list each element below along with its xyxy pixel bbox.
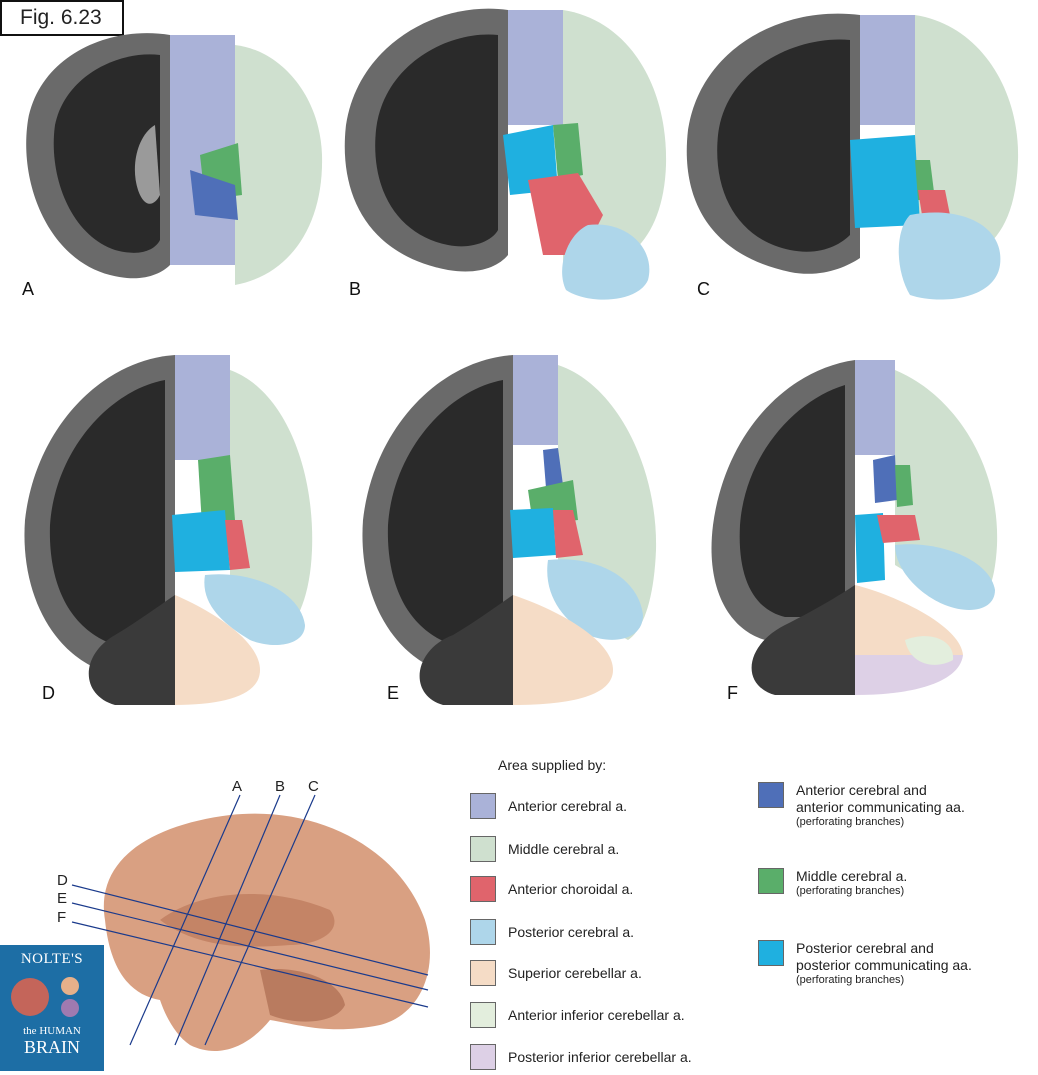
legend-swatch (470, 919, 496, 945)
legend-item-perforating-posterior: Posterior cerebral and posterior communi… (758, 940, 972, 987)
legend-swatch (470, 836, 496, 862)
legend-item-middle-cerebral: Middle cerebral a. (470, 836, 619, 862)
sagittal-brain-diagram: A B C D E F (0, 770, 440, 1075)
legend-title: Area supplied by: (498, 757, 607, 773)
panel-label-e: E (387, 683, 400, 703)
legend-label: Anterior choroidal a. (508, 881, 634, 897)
legend-note: (perforating branches) (796, 974, 905, 986)
legend-swatch (470, 960, 496, 986)
legend-label: Anterior inferior cerebellar a. (508, 1007, 685, 1023)
brain-slice-e (358, 350, 668, 705)
section-label-b: B (275, 778, 286, 795)
legend-swatch (470, 793, 496, 819)
legend-label-line-2: posterior communicating aa. (796, 957, 972, 973)
panel-label-b: B (349, 279, 362, 299)
section-label-d: D (57, 872, 68, 889)
legend-item-perforating-middle: Middle cerebral a. (perforating branches… (758, 868, 907, 898)
legend-swatch (470, 876, 496, 902)
legend-swatch (470, 1002, 496, 1028)
legend-label: Superior cerebellar a. (508, 965, 642, 981)
figure-label: Fig. 6.23 (0, 0, 124, 36)
legend-swatch (758, 940, 784, 966)
legend-item-superior-cerebellar: Superior cerebellar a. (470, 960, 642, 986)
legend-item-perforating-anterior: Anterior cerebral and anterior communica… (758, 782, 965, 829)
legend-item-posterior-cerebral: Posterior cerebral a. (470, 919, 634, 945)
legend-label: Posterior inferior cerebellar a. (508, 1049, 692, 1065)
book-cover-title: NOLTE'S (20, 951, 84, 967)
legend-swatch (758, 782, 784, 808)
book-cover-subtitle-1: the HUMAN (23, 1025, 81, 1037)
legend-item-anterior-choroidal: Anterior choroidal a. (470, 876, 633, 902)
panel-label-f: F (727, 683, 738, 703)
legend-note: (perforating branches) (796, 885, 905, 897)
book-cover-subtitle-2: BRAIN (23, 1037, 80, 1057)
legend-item-anterior-cerebral: Anterior cerebral a. (470, 793, 627, 819)
book-cover-thumbnail: NOLTE'S the HUMAN BRAIN (0, 945, 104, 1071)
section-label-a: A (232, 778, 243, 795)
brain-slice-d (20, 350, 320, 705)
panel-label-d: D (42, 683, 55, 703)
legend-label: Anterior cerebral a. (508, 798, 628, 814)
legend-item-anterior-inferior-cerebellar: Anterior inferior cerebellar a. (470, 1002, 685, 1028)
legend-label: Middle cerebral a. (796, 868, 908, 884)
brain-slice-c (680, 10, 1025, 305)
brain-slice-f (705, 355, 1005, 700)
section-label-f: F (57, 909, 67, 926)
legend-swatch (470, 1044, 496, 1070)
brain-slice-b (338, 5, 673, 305)
legend-label: Anterior cerebral and (796, 782, 927, 798)
panel-label-c: C (697, 279, 710, 299)
legend-label: Middle cerebral a. (508, 841, 620, 857)
brain-slice-a (10, 25, 330, 285)
section-label-c: C (308, 778, 319, 795)
legend-label: Posterior cerebral a. (508, 924, 635, 940)
panel-label-a: A (22, 279, 35, 299)
legend-item-posterior-inferior-cerebellar: Posterior inferior cerebellar a. (470, 1044, 692, 1070)
legend-label: Posterior cerebral and (796, 940, 934, 956)
legend-label-line-2: anterior communicating aa. (796, 799, 965, 815)
section-label-e: E (57, 890, 68, 907)
legend-note: (perforating branches) (796, 816, 905, 828)
legend-swatch (758, 868, 784, 894)
